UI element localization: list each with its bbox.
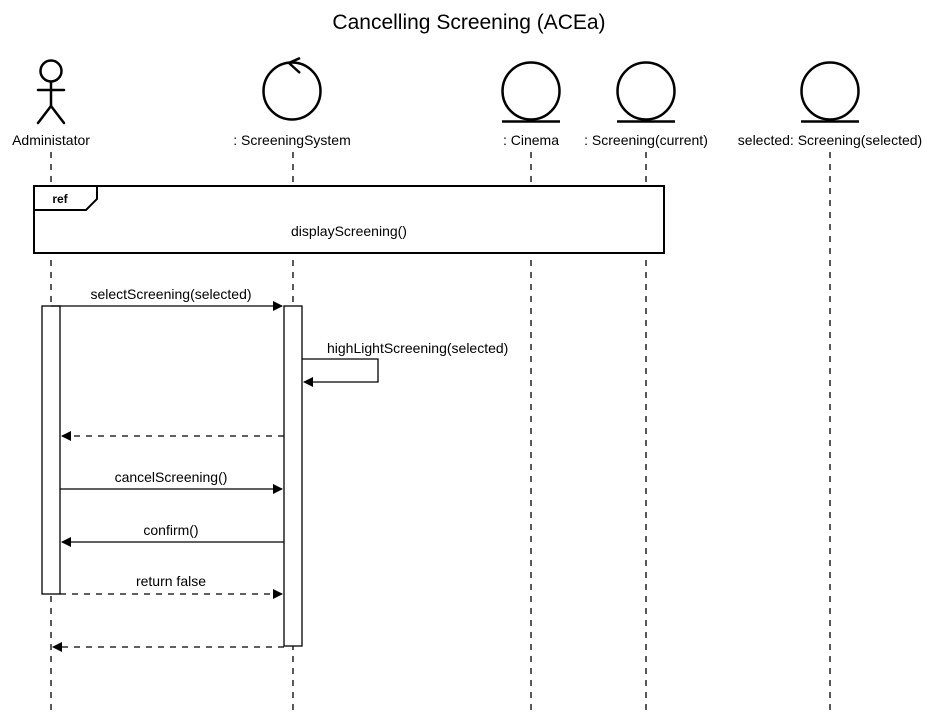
activation-bar-screening-system: [283, 305, 303, 647]
diagram-title: Cancelling Screening (ACEa): [332, 11, 605, 34]
message-confirm: confirm(): [61, 522, 284, 547]
entity-icon: [800, 61, 860, 123]
participant-label-screening-current: : Screening(current): [584, 132, 708, 148]
participant-label-screening-system: : ScreeningSystem: [233, 132, 351, 148]
ref-fragment: ref displayScreening(): [33, 185, 665, 254]
message-label-cancel-screening: cancelScreening(): [115, 469, 228, 485]
entity-icon: [501, 61, 561, 123]
ref-fragment-label: displayScreening(): [291, 223, 407, 239]
message-highlight-screening: highLightScreening(selected): [302, 340, 508, 387]
message-label-select-screening: selectScreening(selected): [90, 286, 251, 302]
control-icon: [262, 56, 322, 121]
message-label-highlight-screening: highLightScreening(selected): [327, 340, 508, 356]
entity-icon: [616, 61, 676, 123]
participant-label-cinema: : Cinema: [503, 132, 559, 148]
message-label-confirm: confirm(): [143, 522, 198, 538]
actor-icon: [36, 59, 66, 125]
message-return-false: return false: [60, 573, 283, 599]
message-select-screening: selectScreening(selected): [51, 286, 283, 311]
ref-fragment-tag: ref: [52, 192, 68, 206]
participant-label-screening-selected: selected: Screening(selected): [738, 132, 922, 148]
message-label-return-false: return false: [136, 573, 206, 589]
activation-bar-administator: [41, 305, 61, 595]
message-cancel-screening: cancelScreening(): [60, 469, 283, 494]
participant-label-administator: Administator: [12, 132, 90, 148]
